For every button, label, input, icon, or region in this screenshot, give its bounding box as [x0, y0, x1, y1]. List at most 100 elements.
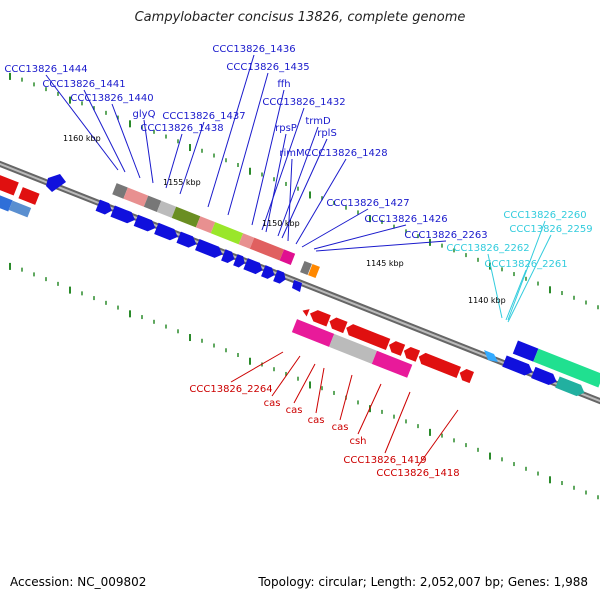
feature-label[interactable]: cas [286, 405, 303, 416]
tick-label: 1160 kbp [63, 134, 101, 143]
feature-labels: CCC13826_1444CCC13826_1441CCC13826_1440g… [4, 44, 592, 479]
feature-label[interactable]: CCC13826_1441 [42, 79, 125, 90]
gene-block[interactable] [195, 216, 216, 234]
gene-arrow[interactable] [110, 205, 137, 226]
feature-label[interactable]: CCC13826_1432 [262, 97, 345, 108]
feature-label[interactable]: CCC13826_2263 [404, 230, 487, 241]
feature-label[interactable]: trmD [305, 116, 331, 127]
label-leader [301, 208, 369, 248]
gene-arrow[interactable] [261, 265, 277, 281]
gene-arrow[interactable] [344, 322, 391, 351]
feature-label[interactable]: ffh [277, 79, 290, 90]
gene-arrow[interactable] [402, 345, 421, 362]
gene-block[interactable] [8, 200, 32, 218]
label-leader [505, 269, 527, 321]
tick-label: 1140 kbp [468, 296, 506, 305]
gene-arrow[interactable] [457, 367, 474, 384]
gene-arrow[interactable] [154, 222, 180, 243]
gene-arrow[interactable] [95, 199, 114, 217]
feature-label[interactable]: CCC13826_1436 [212, 44, 295, 55]
feature-label[interactable]: CCC13826_1419 [343, 455, 426, 466]
rna-arrow[interactable] [484, 350, 498, 362]
label-leader [45, 74, 119, 171]
map-title: Campylobacter concisus 13826, complete g… [134, 10, 466, 25]
gene-block[interactable] [249, 237, 285, 261]
reverse-features [291, 307, 474, 384]
gene-block[interactable] [291, 319, 335, 347]
gene-block[interactable] [0, 174, 19, 196]
gene-block[interactable] [143, 195, 162, 212]
gene-arrow[interactable] [387, 339, 406, 356]
feature-label[interactable]: CCC13826_2259 [509, 224, 592, 235]
gene-arrow[interactable] [273, 269, 288, 285]
feature-label[interactable]: CCC13826_1437 [162, 111, 245, 122]
gene-arrow[interactable] [221, 249, 237, 265]
label-leader [293, 363, 316, 404]
gene-arrow[interactable] [417, 351, 461, 379]
label-leader [417, 409, 459, 467]
gene-block[interactable] [238, 233, 255, 249]
gene-block[interactable] [0, 194, 13, 212]
gene-block[interactable] [18, 187, 40, 205]
tick-label: 1145 kbp [366, 259, 404, 268]
gene-arrow[interactable] [555, 376, 586, 398]
gene-block[interactable] [210, 222, 244, 245]
gene-block[interactable] [171, 206, 201, 228]
label-leader [357, 383, 382, 435]
gene-arrow[interactable] [133, 214, 158, 234]
gene-arrow[interactable] [502, 355, 534, 377]
label-leader [295, 158, 347, 245]
gene-arrow[interactable] [233, 254, 247, 269]
feature-label[interactable]: cas [308, 415, 325, 426]
gene-arrow[interactable] [46, 174, 66, 192]
feature-label[interactable]: CCC13826_1428 [304, 148, 387, 159]
gene-block[interactable] [308, 263, 320, 279]
feature-label[interactable]: CCC13826_1440 [70, 93, 153, 104]
label-leader [507, 220, 546, 321]
feature-label[interactable]: CCC13826_1444 [4, 64, 87, 75]
feature-label[interactable]: rimM [279, 148, 304, 159]
label-leader [277, 126, 319, 237]
gene-arrow[interactable] [176, 231, 198, 250]
label-leader [207, 54, 255, 208]
feature-label[interactable]: CCC13826_2261 [484, 259, 567, 270]
gene-block[interactable] [112, 183, 128, 199]
gene-block[interactable] [156, 200, 177, 218]
feature-label[interactable]: rplS [317, 128, 337, 139]
feature-label[interactable]: csh [349, 436, 366, 447]
gene-arrow[interactable] [327, 316, 348, 334]
label-leader [487, 253, 503, 319]
label-leader [111, 103, 141, 179]
gene-block[interactable] [279, 249, 296, 265]
gene-block[interactable] [300, 260, 312, 276]
feature-label[interactable]: cas [264, 398, 281, 409]
gene-arrow[interactable] [292, 280, 302, 292]
feature-label[interactable]: CCC13826_1435 [226, 62, 309, 73]
feature-label[interactable]: CCC13826_1426 [364, 214, 447, 225]
gene-block[interactable] [512, 340, 539, 362]
feature-label[interactable]: rpsP [275, 123, 297, 134]
feature-label[interactable]: CCC13826_1427 [326, 198, 409, 209]
label-leader [384, 391, 411, 454]
label-leaders [45, 54, 552, 467]
gene-arrow[interactable] [195, 239, 225, 260]
label-leader [313, 224, 407, 250]
feature-label[interactable]: CCC13826_1418 [376, 468, 459, 479]
gene-block[interactable] [123, 187, 149, 207]
gene-arrow[interactable] [243, 258, 264, 276]
feature-label[interactable]: CCC13826_2264 [189, 384, 272, 395]
gene-arrow[interactable] [308, 308, 331, 327]
feature-label[interactable]: CCC13826_2260 [503, 210, 586, 221]
feature-label[interactable]: CCC13826_1438 [140, 123, 223, 134]
gene-arrow[interactable] [531, 366, 559, 387]
feature-label[interactable]: CCC13826_2262 [446, 243, 529, 254]
label-leader [287, 158, 293, 242]
gene-block[interactable] [533, 348, 600, 388]
gene-block[interactable] [371, 350, 413, 378]
feature-label[interactable]: cas [332, 422, 349, 433]
feature-label[interactable]: glyQ [133, 109, 156, 120]
gene-block[interactable] [329, 333, 377, 364]
gene-arrow[interactable] [301, 307, 310, 317]
label-leader [281, 138, 328, 239]
